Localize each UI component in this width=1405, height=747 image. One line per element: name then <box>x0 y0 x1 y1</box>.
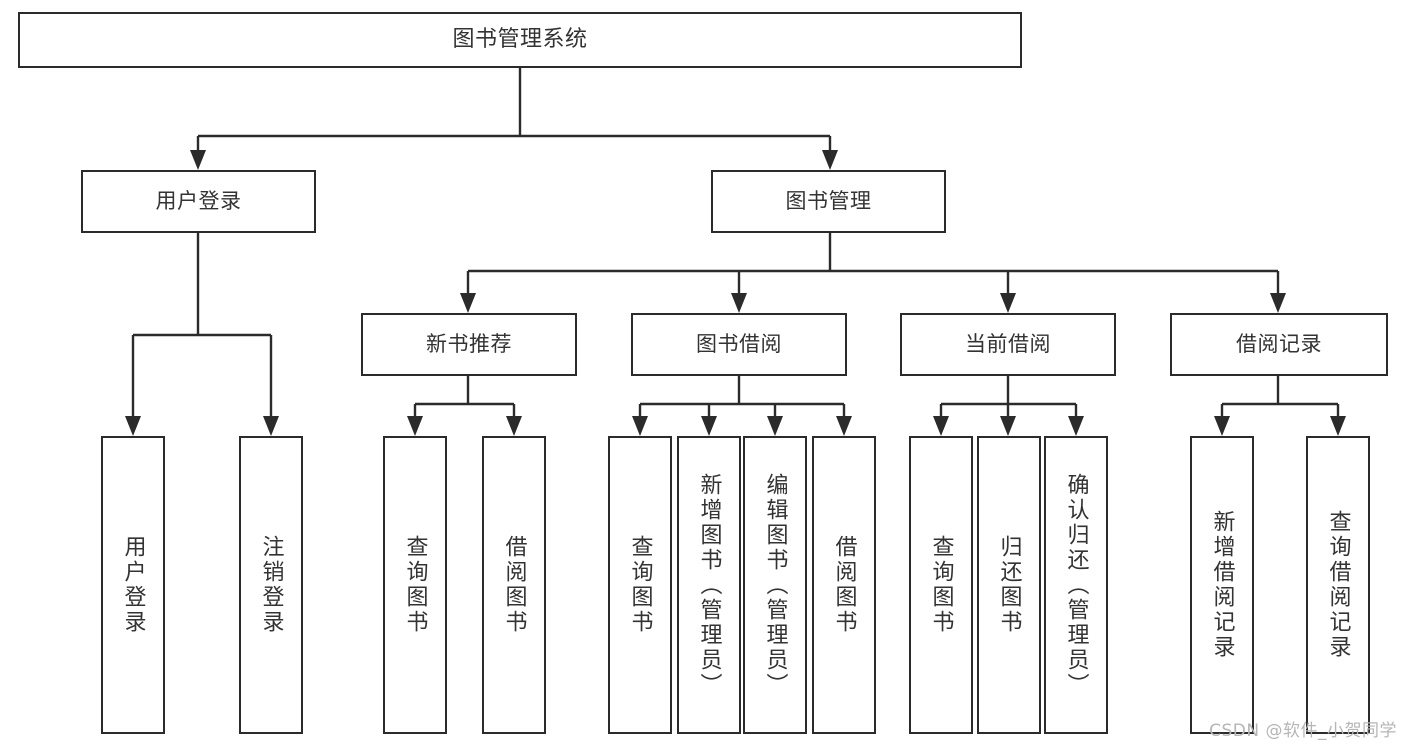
leaf-user-login[interactable]: 用户登录 <box>101 436 165 734</box>
arrow-br-leaf-1 <box>1214 416 1230 436</box>
arrow-cb-leaf-1 <box>933 416 949 436</box>
node-label: 注销登录 <box>258 535 284 635</box>
arrow-leaf-user-login <box>125 416 141 436</box>
node-label: 查询图书 <box>402 535 428 635</box>
arrow-leaf-logout <box>263 416 279 436</box>
arrow-br-leaf-2 <box>1330 416 1346 436</box>
node-current-borrow[interactable]: 当前借阅 <box>900 313 1116 376</box>
node-label: 新增借阅记录 <box>1209 510 1235 660</box>
leaf-cb-query-book[interactable]: 查询图书 <box>909 436 973 734</box>
node-label: 借阅图书 <box>501 535 527 635</box>
arrow-bb-leaf-3 <box>767 416 783 436</box>
arrow-borrow-record <box>1270 293 1286 313</box>
arrow-nb-leaf-2 <box>506 416 522 436</box>
node-label: 借阅记录 <box>1236 332 1322 357</box>
leaf-nb-query-book[interactable]: 查询图书 <box>383 436 447 734</box>
leaf-br-query-record[interactable]: 查询借阅记录 <box>1306 436 1370 734</box>
watermark: CSDN @软件_小贺同学 <box>1209 721 1397 741</box>
node-label: 归还图书 <box>996 535 1022 635</box>
node-book-management[interactable]: 图书管理 <box>711 170 946 233</box>
leaf-bb-query-book[interactable]: 查询图书 <box>608 436 672 734</box>
node-label: 用户登录 <box>120 535 146 635</box>
leaf-cb-return-book[interactable]: 归还图书 <box>977 436 1041 734</box>
arrow-bb-leaf-1 <box>632 416 648 436</box>
node-label: 借阅图书 <box>831 535 857 635</box>
leaf-bb-add-book-admin[interactable]: 新增图书（管理员） <box>677 436 741 734</box>
node-book-borrow[interactable]: 图书借阅 <box>631 313 847 376</box>
leaf-nb-borrow-book[interactable]: 借阅图书 <box>482 436 546 734</box>
node-label: 编辑图书（管理员） <box>762 472 788 698</box>
node-user-login[interactable]: 用户登录 <box>81 170 316 233</box>
node-label: 图书管理 <box>785 189 872 214</box>
node-root-book-management-system[interactable]: 图书管理系统 <box>18 12 1022 68</box>
node-label: 查询借阅记录 <box>1325 510 1351 660</box>
arrow-nb-leaf-1 <box>407 416 423 436</box>
arrow-bb-leaf-4 <box>836 416 852 436</box>
node-label: 新增图书（管理员） <box>696 472 722 698</box>
arrow-book-mgmt <box>822 150 838 170</box>
arrow-current-borrow <box>1000 293 1016 313</box>
node-label: 当前借阅 <box>965 332 1051 357</box>
node-label: 查询图书 <box>928 535 954 635</box>
arrow-user-login <box>190 150 206 170</box>
leaf-logout[interactable]: 注销登录 <box>239 436 303 734</box>
node-new-book-recommend[interactable]: 新书推荐 <box>361 313 577 376</box>
leaf-cb-confirm-return-admin[interactable]: 确认归还（管理员） <box>1044 436 1108 734</box>
arrow-book-borrow <box>731 293 747 313</box>
node-label: 确认归还（管理员） <box>1063 472 1089 698</box>
node-label: 新书推荐 <box>426 332 512 357</box>
arrow-new-book <box>460 293 476 313</box>
leaf-bb-borrow-book[interactable]: 借阅图书 <box>812 436 876 734</box>
leaf-bb-edit-book-admin[interactable]: 编辑图书（管理员） <box>743 436 807 734</box>
leaf-br-add-record[interactable]: 新增借阅记录 <box>1190 436 1254 734</box>
node-label: 图书管理系统 <box>452 27 588 53</box>
node-label: 用户登录 <box>155 189 242 214</box>
arrow-bb-leaf-2 <box>701 416 717 436</box>
node-label: 图书借阅 <box>696 332 782 357</box>
node-borrow-record[interactable]: 借阅记录 <box>1170 313 1388 376</box>
arrow-cb-leaf-3 <box>1068 416 1084 436</box>
arrow-cb-leaf-2 <box>1000 416 1016 436</box>
node-label: 查询图书 <box>627 535 653 635</box>
